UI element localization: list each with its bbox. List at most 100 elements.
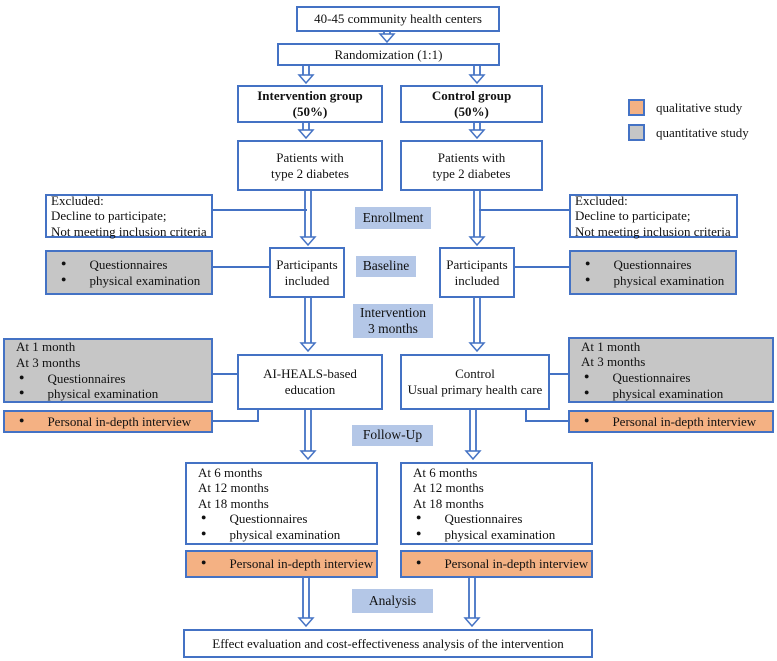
- line: Control: [455, 366, 495, 382]
- box-participants-right: Participants included: [439, 247, 515, 298]
- phase-followup: Follow-Up: [352, 425, 433, 446]
- connector-line: [213, 209, 307, 211]
- line: Patients with: [437, 149, 506, 165]
- line: At 12 months: [198, 480, 269, 496]
- line: At 1 month: [581, 338, 641, 354]
- box-intervention-group: Intervention group (50%): [237, 85, 383, 123]
- flow-arrow-down-icon: [299, 191, 317, 246]
- connector-line: [479, 209, 569, 211]
- box-interview-followup-right: Personal in-depth interview: [400, 550, 593, 578]
- line: At 3 months: [581, 354, 646, 370]
- box-patients-control: Patients with type 2 diabetes: [400, 140, 543, 191]
- flow-arrow-down-icon: [468, 191, 486, 246]
- line: Excluded:: [51, 192, 104, 208]
- box-interview-shortterm-left: Personal in-depth interview: [3, 410, 213, 433]
- flow-arrow-down-icon: [297, 66, 315, 84]
- connector-line: [213, 420, 259, 422]
- line: type 2 diabetes: [271, 165, 349, 181]
- bullet-item: physical examination: [16, 386, 207, 402]
- line: At 18 months: [413, 495, 484, 511]
- line: included: [454, 272, 500, 288]
- bullet-item: Personal in-depth interview: [413, 556, 588, 572]
- box-baseline-measures-right: Questionnaires physical examination: [569, 250, 737, 295]
- box-patients-intervention: Patients with type 2 diabetes: [237, 140, 383, 191]
- bullet-item: Questionnaires: [16, 371, 207, 387]
- line: At 6 months: [198, 464, 263, 480]
- flow-arrow-down-icon: [468, 298, 486, 352]
- connector-line: [515, 266, 569, 268]
- box-baseline-measures-left: Questionnaires physical examination: [45, 250, 213, 295]
- connector-line: [525, 420, 568, 422]
- box-interview-shortterm-right: Personal in-depth interview: [568, 410, 774, 433]
- box-final-analysis: Effect evaluation and cost-effectiveness…: [183, 629, 593, 658]
- line: Not meeting inclusion criteria: [51, 223, 207, 239]
- line: 3 months: [368, 321, 418, 336]
- box-interview-followup-left: Personal in-depth interview: [185, 550, 378, 578]
- line: Intervention group: [257, 88, 363, 104]
- legend-qualitative: qualitative study: [628, 99, 742, 116]
- line: At 18 months: [198, 495, 269, 511]
- bullet-item: Questionnaires: [198, 511, 372, 527]
- flow-arrow-down-icon: [464, 410, 482, 460]
- line: Intervention: [360, 304, 426, 320]
- bullet-item: physical examination: [581, 386, 768, 402]
- bullet-item: physical examination: [58, 273, 207, 289]
- connector-line: [550, 373, 568, 375]
- line: Control group: [431, 88, 512, 104]
- bullet-item: Questionnaires: [581, 370, 768, 386]
- bullet-item: Questionnaires: [413, 511, 587, 527]
- line: education: [284, 382, 336, 397]
- line: Participants: [276, 256, 338, 272]
- line: Excluded:: [575, 192, 628, 208]
- line: Decline to participate;: [51, 208, 167, 224]
- line: Not meeting inclusion criteria: [575, 223, 731, 239]
- line: (50%): [454, 104, 489, 119]
- flow-arrow-down-icon: [299, 298, 317, 352]
- flow-arrow-down-icon: [297, 123, 315, 139]
- connector-line: [257, 410, 259, 422]
- box-health-centers: 40-45 community health centers: [296, 6, 500, 32]
- line: Usual primary health care: [407, 382, 543, 397]
- line: Decline to participate;: [575, 208, 691, 224]
- line: At 1 month: [16, 339, 76, 355]
- connector-line: [525, 410, 527, 422]
- bullet-item: physical examination: [413, 527, 587, 543]
- phase-enrollment: Enrollment: [355, 207, 431, 229]
- flow-arrow-down-icon: [297, 578, 315, 627]
- line: At 6 months: [413, 464, 478, 480]
- connector-line: [213, 266, 269, 268]
- flow-arrow-down-icon: [463, 578, 481, 627]
- box-randomization: Randomization (1:1): [277, 43, 500, 66]
- line: type 2 diabetes: [432, 165, 511, 181]
- line: At 12 months: [413, 480, 484, 496]
- bullet-item: Questionnaires: [582, 257, 731, 273]
- box-participants-left: Participants included: [269, 247, 345, 298]
- legend-quantitative: quantitative study: [628, 124, 749, 141]
- legend-qualitative-label: qualitative study: [656, 99, 743, 115]
- flow-arrow-down-icon: [378, 32, 396, 43]
- bullet-item: physical examination: [582, 273, 731, 289]
- box-followup-measures-left: At 6 months At 12 months At 18 months Qu…: [185, 462, 378, 545]
- box-control-group: Control group (50%): [400, 85, 543, 123]
- flow-arrow-down-icon: [468, 123, 486, 139]
- line: included: [284, 272, 330, 288]
- box-excluded-right: Excluded: Decline to participate; Not me…: [569, 192, 738, 239]
- line: At 3 months: [16, 354, 81, 370]
- phase-baseline: Baseline: [356, 256, 416, 277]
- box-followup-measures-right: At 6 months At 12 months At 18 months Qu…: [400, 462, 593, 545]
- line: AI-HEALS-based: [263, 366, 357, 382]
- box-intervention-arm: AI-HEALS-based education: [237, 354, 383, 410]
- line: (50%): [292, 104, 328, 119]
- bullet-item: Personal in-depth interview: [16, 414, 207, 430]
- box-excluded-left: Excluded: Decline to participate; Not me…: [45, 192, 213, 239]
- box-shortterm-measures-left: At 1 month At 3 months Questionnaires ph…: [3, 338, 213, 403]
- bullet-item: Personal in-depth interview: [581, 414, 768, 430]
- line: Participants: [446, 256, 508, 272]
- legend-quantitative-label: quantitative study: [656, 124, 749, 140]
- bullet-item: Personal in-depth interview: [198, 556, 373, 572]
- phase-analysis: Analysis: [352, 589, 433, 613]
- bullet-item: Questionnaires: [58, 257, 207, 273]
- qualitative-swatch-icon: [628, 99, 645, 116]
- box-shortterm-measures-right: At 1 month At 3 months Questionnaires ph…: [568, 337, 774, 403]
